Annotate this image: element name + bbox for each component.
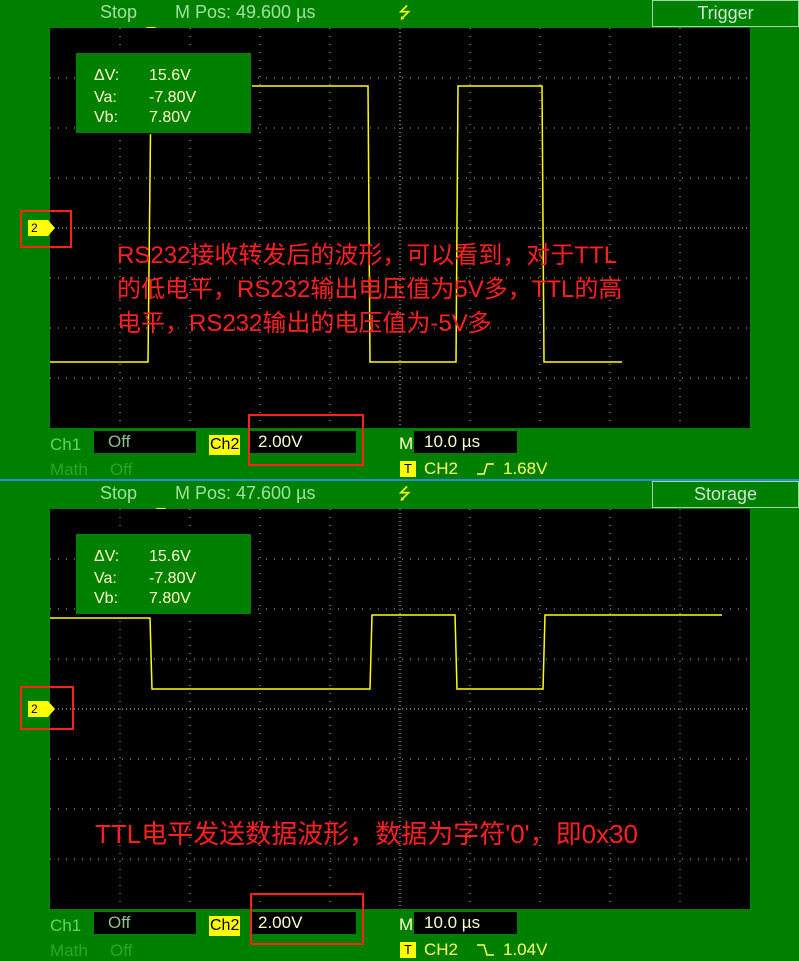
menu-tab-trigger[interactable]: Trigger bbox=[652, 0, 799, 27]
cursor-readout: ΔV: 15.6V Va: -7.80V Vb: 7.80V bbox=[75, 533, 252, 615]
va-label: Va: bbox=[94, 89, 117, 106]
annotation-text: TTL电平发送数据波形，数据为字符'0'，即0x30 bbox=[95, 817, 638, 851]
math-value: Off bbox=[110, 941, 133, 960]
ch2-waveform-trace bbox=[50, 85, 622, 363]
ch2-scale-value[interactable]: 2.00V bbox=[250, 912, 356, 934]
rising-edge-icon bbox=[477, 463, 494, 475]
timebase-label: M bbox=[399, 915, 414, 934]
math-label: Math bbox=[50, 460, 88, 479]
acquisition-status: Stop bbox=[100, 483, 138, 503]
highlight-box-scale bbox=[248, 414, 364, 466]
vb-value: 7.80V bbox=[149, 109, 191, 126]
panel-divider bbox=[0, 479, 799, 481]
horizontal-position: M Pos: 49.600 µs bbox=[175, 2, 316, 22]
acquisition-status: Stop bbox=[100, 2, 138, 22]
timebase-label: M bbox=[399, 434, 414, 453]
annotation-line: 电平，RS232输出的电压值为-5V多 bbox=[117, 310, 492, 337]
graticule-and-trace bbox=[50, 509, 750, 909]
highlight-box-marker bbox=[20, 686, 74, 730]
usb-icon: ⭍ bbox=[398, 486, 412, 503]
ch2-ground-marker: 2 bbox=[28, 220, 55, 236]
horizontal-position: M Pos: 47.600 µs bbox=[175, 483, 316, 503]
ch1-scale-value[interactable]: Off bbox=[94, 431, 196, 453]
scope-panel-storage: Stop M Pos: 47.600 µs ⭍ Storage ΔV: 15.6V… bbox=[0, 481, 799, 961]
ch2-scale-value[interactable]: 2.00V bbox=[250, 431, 356, 453]
va-value: -7.80V bbox=[149, 570, 197, 587]
ch1-label: Ch1 bbox=[50, 435, 82, 454]
vb-label: Vb: bbox=[94, 109, 119, 126]
ch2-ground-marker: 2 bbox=[28, 701, 55, 717]
delta-v-label: ΔV: bbox=[94, 548, 120, 565]
cursor-readout: ΔV: 15.6V Va: -7.80V Vb: 7.80V bbox=[75, 52, 252, 134]
va-label: Va: bbox=[94, 570, 117, 587]
trigger-level: 1.68V bbox=[503, 459, 548, 478]
usb-icon: ⭍ bbox=[398, 5, 412, 22]
highlight-box-scale bbox=[250, 893, 364, 945]
trigger-level: 1.04V bbox=[503, 940, 548, 959]
math-value: Off bbox=[110, 460, 133, 479]
va-value: -7.80V bbox=[149, 89, 197, 106]
math-label: Math bbox=[50, 941, 88, 960]
annotation-line: TTL电平发送数据波形，数据为字符'0'，即0x30 bbox=[95, 819, 638, 849]
ch1-label: Ch1 bbox=[50, 916, 82, 935]
annotation-line: 的低电平，RS232输出电压值为5V多，TTL的高 bbox=[117, 276, 623, 303]
timebase-value[interactable]: 10.0 µs bbox=[414, 431, 517, 453]
annotation-text: RS232接收转发后的波形，可以看到，对于TTL 的低电平，RS232输出电压值… bbox=[117, 239, 622, 341]
vb-value: 7.80V bbox=[149, 590, 191, 607]
scope-panel-trigger: Stop M Pos: 49.600 µs ⭍ Trigger ΔV: 15.6V… bbox=[0, 0, 799, 480]
ch2-waveform-trace bbox=[50, 614, 722, 690]
falling-edge-icon bbox=[477, 944, 494, 956]
vb-label: Vb: bbox=[94, 590, 119, 607]
trigger-source: CH2 bbox=[424, 940, 459, 959]
annotation-line: RS232接收转发后的波形，可以看到，对于TTL bbox=[117, 242, 618, 269]
highlight-box-marker bbox=[20, 210, 72, 248]
trigger-tag: T bbox=[400, 461, 416, 477]
delta-v-value: 15.6V bbox=[149, 67, 191, 84]
menu-tab-storage[interactable]: Storage bbox=[652, 481, 799, 508]
ch2-label: Ch2 bbox=[209, 435, 241, 455]
trigger-source: CH2 bbox=[424, 459, 459, 478]
graticule-and-trace bbox=[50, 28, 750, 428]
delta-v-label: ΔV: bbox=[94, 67, 120, 84]
delta-v-value: 15.6V bbox=[149, 548, 191, 565]
timebase-value[interactable]: 10.0 µs bbox=[414, 912, 517, 934]
ch2-label: Ch2 bbox=[209, 916, 241, 936]
ch1-scale-value[interactable]: Off bbox=[94, 912, 196, 934]
trigger-tag: T bbox=[400, 942, 416, 958]
